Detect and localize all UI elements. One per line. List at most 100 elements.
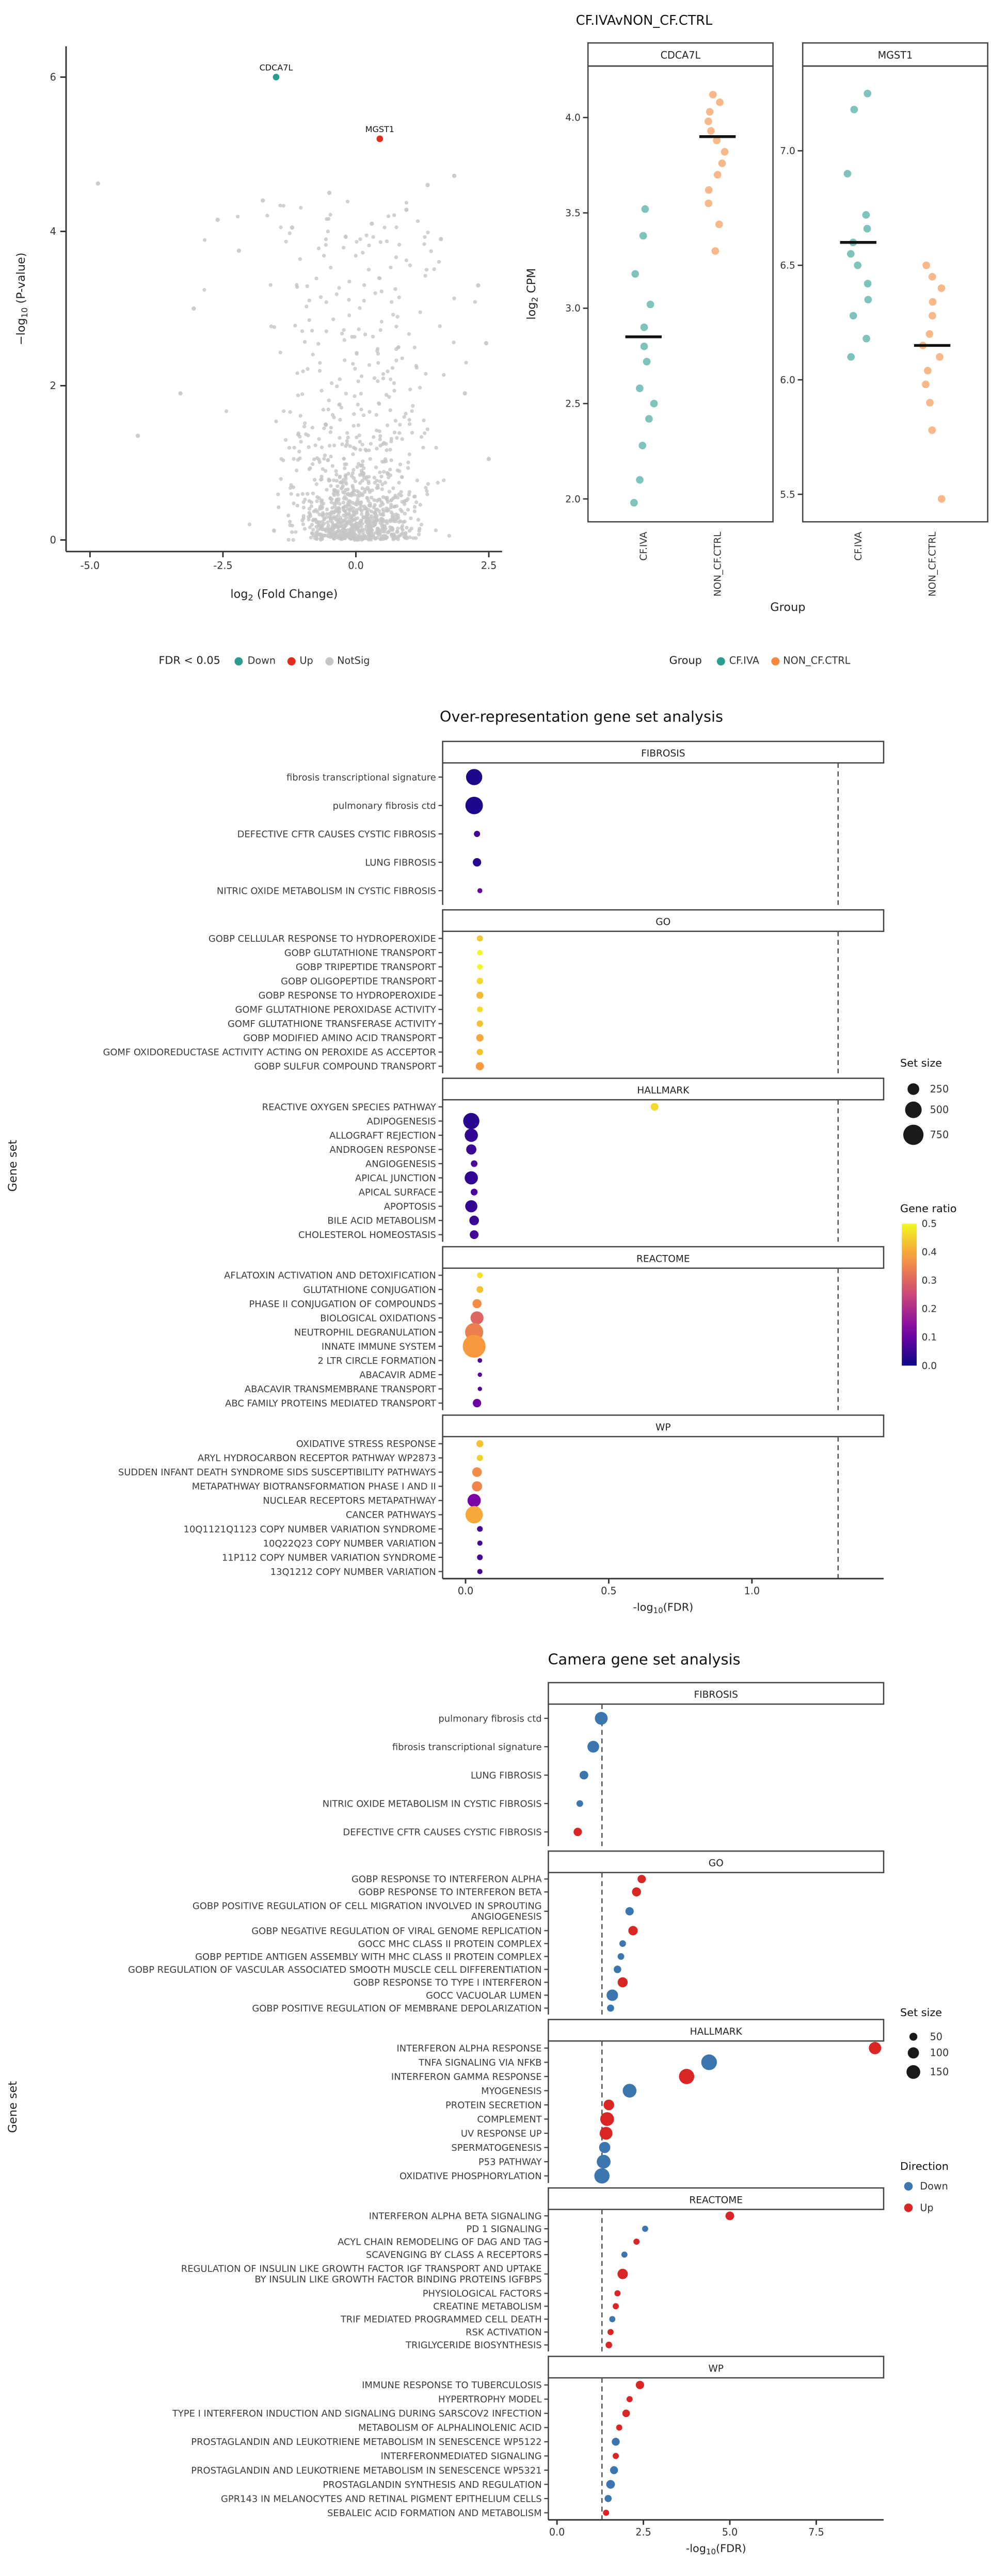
geneset-point (476, 977, 483, 985)
x-tick-label: 0.0 (549, 2526, 565, 2538)
volcano-point (383, 480, 388, 485)
size-legend-label: 150 (930, 2066, 949, 2078)
volcano-point (358, 237, 362, 242)
geneset-label: GOBP CELLULAR RESPONSE TO HYDROPEROXIDE (209, 933, 436, 944)
facet-title: REACTOME (689, 2195, 743, 2205)
volcano-point (362, 298, 366, 303)
volcano-point (326, 520, 330, 524)
volcano-point (378, 276, 382, 280)
volcano-point (385, 448, 389, 453)
geneset-point (607, 2329, 614, 2336)
volcano-point (348, 444, 352, 448)
volcano-point (372, 376, 377, 380)
geneset-label: BY INSULIN LIKE GROWTH FACTOR BINDING PR… (254, 2274, 541, 2285)
volcano-point (295, 504, 299, 508)
volcano-point (382, 226, 387, 230)
expression-point (713, 136, 721, 144)
geneset-label: PD 1 SIGNALING (467, 2224, 542, 2235)
geneset-label: GOBP RESPONSE TO INTERFERON BETA (358, 1887, 542, 1898)
geneset-point (477, 1387, 482, 1391)
volcano-point (424, 372, 428, 376)
volcano-point (399, 490, 403, 494)
facet-header (587, 42, 774, 67)
expression-point (843, 170, 852, 178)
volcano-point (358, 447, 362, 452)
volcano-point (425, 427, 429, 431)
volcano-point (368, 536, 372, 540)
geneset-label: LUNG FIBROSIS (365, 857, 436, 868)
volcano-point (302, 340, 307, 344)
volcano-point (400, 475, 404, 479)
expression-point (849, 312, 857, 320)
volcano-point (406, 508, 410, 512)
geneset-point (476, 1286, 484, 1293)
volcano-point (369, 495, 374, 500)
facet-title: WP (656, 1422, 671, 1433)
expression-point (721, 148, 729, 156)
volcano-point (379, 319, 383, 324)
size-legend-label: 50 (930, 2031, 942, 2042)
volcano-point (411, 404, 415, 408)
volcano-point (312, 509, 316, 513)
volcano-point (178, 391, 183, 396)
geneset-point (476, 935, 483, 942)
geneset-label: ACYL CHAIN REMODELING OF DAG AND TAG (338, 2237, 541, 2248)
volcano-point (381, 495, 386, 499)
volcano-point (344, 512, 348, 517)
volcano-point (388, 518, 392, 522)
volcano-point (359, 512, 364, 517)
volcano-point (224, 409, 229, 413)
volcano-point (287, 520, 292, 524)
volcano-point (382, 529, 387, 534)
volcano-point (423, 273, 427, 278)
volcano-point (452, 340, 456, 345)
geneset-point (617, 1953, 625, 1960)
volcano-point (295, 468, 299, 473)
volcano-point (382, 536, 387, 540)
volcano-point (324, 300, 328, 304)
cfiva-label: CF.IVA (729, 654, 759, 667)
geneset-point (633, 2239, 640, 2245)
volcano-point (272, 529, 276, 533)
volcano-point (403, 536, 407, 540)
size-legend-bubble (906, 2065, 920, 2079)
volcano-point (355, 435, 359, 440)
volcano-point (397, 480, 401, 485)
geneset-point (626, 2396, 633, 2403)
geneset-label: pulmonary fibrosis ctd (438, 1713, 541, 1724)
volcano-point (402, 415, 406, 419)
geneset-point (472, 1467, 482, 1477)
volcano-point (395, 436, 399, 440)
x-axis-title: Group (770, 601, 805, 614)
volcano-point (292, 457, 296, 461)
volcano-point (363, 447, 367, 452)
y-tick-label: 3.5 (565, 208, 581, 219)
volcano-point (310, 329, 314, 333)
volcano-point (319, 389, 324, 393)
volcano-point (378, 240, 382, 244)
volcano-point (272, 325, 277, 329)
volcano-point (360, 479, 364, 483)
volcano-point (325, 507, 329, 511)
volcano-point (418, 310, 422, 314)
volcano-point (300, 518, 305, 523)
volcano-point (372, 523, 376, 528)
volcano-point (309, 536, 313, 540)
volcano-point (364, 233, 369, 237)
gene-ratio-legend-title: Gene ratio (900, 1202, 956, 1215)
volcano-point (347, 279, 351, 284)
y-tick-label: 2.5 (565, 398, 581, 409)
geneset-point (605, 2341, 613, 2348)
volcano-point (355, 516, 360, 520)
volcano-point (372, 520, 376, 524)
geneset-point (604, 2495, 612, 2502)
geneset-label: METABOLISM OF ALPHALINOLENIC ACID (358, 2423, 542, 2434)
volcano-point (329, 381, 334, 385)
volcano-point (369, 514, 374, 518)
volcano-point (342, 338, 346, 342)
volcano-point (378, 443, 382, 448)
volcano-point (414, 364, 419, 368)
volcano-point (327, 398, 331, 403)
